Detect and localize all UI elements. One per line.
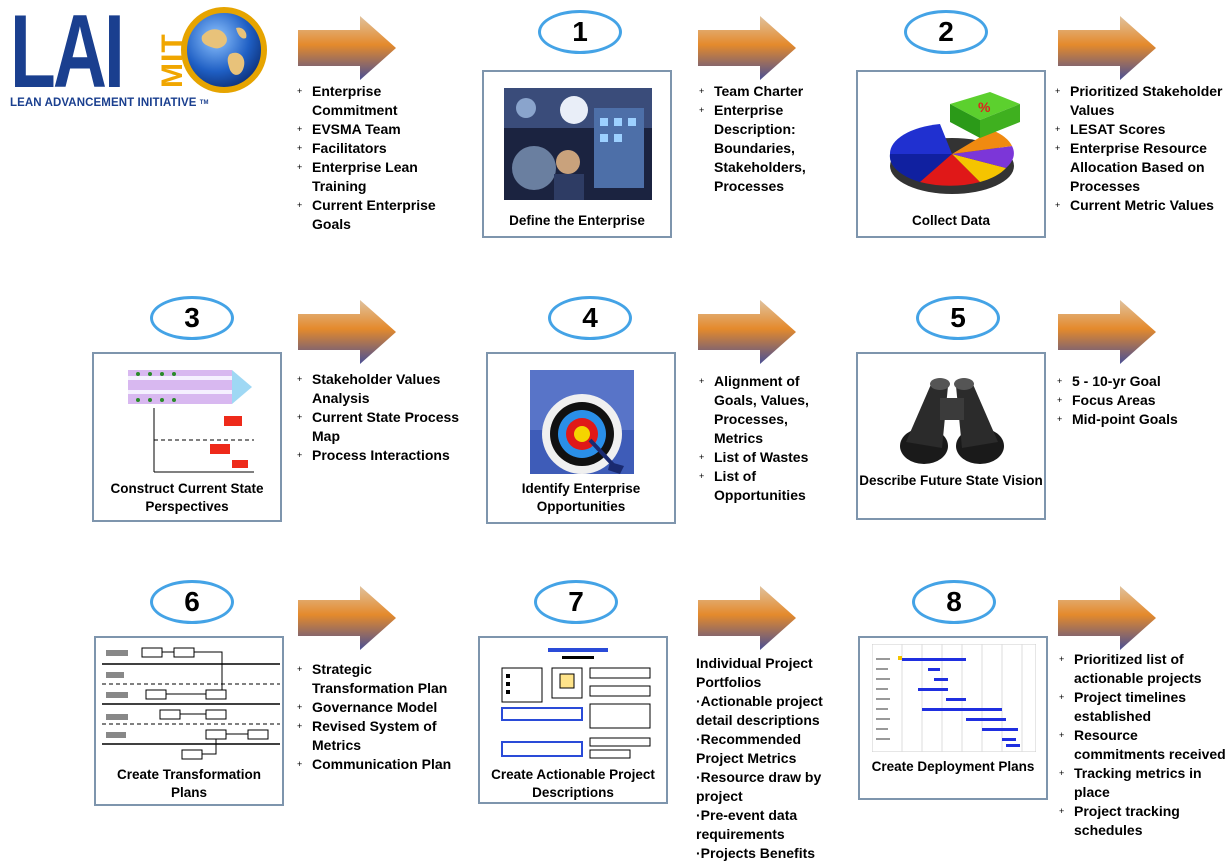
list-item: ·Actionable project detail descriptions (696, 693, 823, 728)
list-item: Project tracking schedules (1058, 802, 1226, 840)
list-item: Governance Model (296, 698, 468, 717)
step-box-7: Create Actionable Project Descriptions (478, 636, 668, 804)
step-7-outputs: Individual Project Portfolios ·Actionabl… (696, 654, 846, 863)
step-3-outputs: Stakeholder Values Analysis Current Stat… (296, 370, 468, 465)
logo-tagline: LEAN ADVANCEMENT INITIATIVE TM (10, 97, 209, 109)
list-item: Resource commitments received (1058, 726, 1226, 764)
list-item: ·Recommended Project Metrics (696, 731, 802, 766)
logo-tagline-text: LEAN ADVANCEMENT INITIATIVE (10, 97, 197, 109)
step-number-6: 6 (150, 580, 234, 624)
logo-letters: LAI (10, 0, 125, 110)
step-title: Create Deployment Plans (871, 759, 1035, 774)
step-box-3: Construct Current State Perspectives (92, 352, 282, 522)
step-title: Define the Enterprise (509, 213, 645, 228)
list-item: Individual Project Portfolios (696, 655, 813, 690)
list-item: Process Interactions (296, 446, 468, 465)
list-item: Prioritized list of actionable projects (1058, 650, 1226, 688)
list-item: Strategic Transformation Plan (296, 660, 468, 698)
step-number-8: 8 (912, 580, 996, 624)
step-box-5: Describe Future State Vision (856, 352, 1046, 520)
list-item: ·Projects Benefits (696, 845, 816, 861)
list-item: Revised System of Metrics (296, 717, 468, 755)
flow-arrow (1058, 586, 1156, 650)
list-item: List of Opportunities (698, 467, 828, 505)
list-item: EVSMA Team (296, 120, 456, 139)
project-template-icon (501, 648, 651, 759)
list-item: Enterprise Commitment (296, 82, 456, 120)
process-map-icon (128, 370, 254, 473)
step-box-4: Identify Enterprise Opportunities (486, 352, 676, 524)
step-5-outputs: 5 - 10-yr Goal Focus Areas Mid-point Goa… (1056, 372, 1216, 429)
swimlane-diagram-icon (102, 647, 280, 760)
list-item: Enterprise Resource Allocation Based on … (1054, 139, 1226, 196)
step-8-outputs: Prioritized list of actionable projects … (1058, 650, 1226, 840)
target-icon (530, 370, 634, 474)
step-1-outputs: Team Charter Enterprise Description: Bou… (698, 82, 828, 196)
list-item: Team Charter (698, 82, 828, 101)
flow-arrow (698, 16, 796, 80)
enterprise-collage-icon (504, 88, 652, 200)
list-item: Enterprise Description: Boundaries, Stak… (698, 101, 828, 196)
list-item: LESAT Scores (1054, 120, 1226, 139)
step-title: Describe Future State Vision (859, 473, 1043, 488)
step-box-6: Create Transformation Plans (94, 636, 284, 806)
pie-chart-icon: % (889, 92, 1020, 194)
flow-arrow (298, 586, 396, 650)
list-item: Prioritized Stakeholder Values (1054, 82, 1226, 120)
step-title: Create Actionable Project Descriptions (491, 767, 655, 800)
step-number-7: 7 (534, 580, 618, 624)
list-item: 5 - 10-yr Goal (1056, 372, 1216, 391)
list-item: Stakeholder Values Analysis (296, 370, 468, 408)
flow-arrow (698, 300, 796, 364)
list-item: Project timelines established (1058, 688, 1226, 726)
gantt-chart-icon (872, 644, 1036, 752)
step-number-4: 4 (548, 296, 632, 340)
list-item: ·Pre-event data requirements (696, 807, 798, 842)
list-item: Communication Plan (296, 755, 468, 774)
logo-trademark: TM (199, 99, 209, 106)
step-box-8: Create Deployment Plans (858, 636, 1048, 800)
inputs-list: Enterprise Commitment EVSMA Team Facilit… (296, 82, 456, 234)
flow-arrow (1058, 16, 1156, 80)
percent-glyph: % (978, 99, 991, 115)
step-title: Identify Enterprise Opportunities (521, 481, 641, 514)
lai-logo: LAI MIT LEAN ADVANCEMENT INITIATIVE TM (0, 0, 290, 118)
list-item: Facilitators (296, 139, 456, 158)
list-item: List of Wastes (698, 448, 828, 467)
step-box-1: Define the Enterprise (482, 70, 672, 238)
list-item: Focus Areas (1056, 391, 1216, 410)
list-item: Enterprise Lean Training (296, 158, 456, 196)
list-item: Current State Process Map (296, 408, 468, 446)
step-title: Construct Current State Perspectives (110, 481, 264, 514)
step-title: Collect Data (911, 213, 991, 228)
step-number-5: 5 (916, 296, 1000, 340)
list-item: Mid-point Goals (1056, 410, 1216, 429)
step-number-3: 3 (150, 296, 234, 340)
list-item: Current Enterprise Goals (296, 196, 456, 234)
binoculars-icon (900, 378, 1004, 464)
step-2-outputs: Prioritized Stakeholder Values LESAT Sco… (1054, 82, 1226, 215)
step-number-2: 2 (904, 10, 988, 54)
list-item: ·Resource draw by project (696, 769, 822, 804)
globe-icon (181, 7, 267, 93)
step-6-outputs: Strategic Transformation Plan Governance… (296, 660, 468, 774)
flow-arrow (298, 16, 396, 80)
flow-arrow (298, 300, 396, 364)
step-box-2: % Collect Data (856, 70, 1046, 238)
flow-arrow (698, 586, 796, 650)
step-title: Create Transformation Plans (116, 767, 262, 800)
list-item: Tracking metrics in place (1058, 764, 1226, 802)
step-4-outputs: Alignment of Goals, Values, Processes, M… (698, 372, 828, 505)
flow-arrow (1058, 300, 1156, 364)
list-item: Alignment of Goals, Values, Processes, M… (698, 372, 828, 448)
step-number-1: 1 (538, 10, 622, 54)
list-item: Current Metric Values (1054, 196, 1226, 215)
